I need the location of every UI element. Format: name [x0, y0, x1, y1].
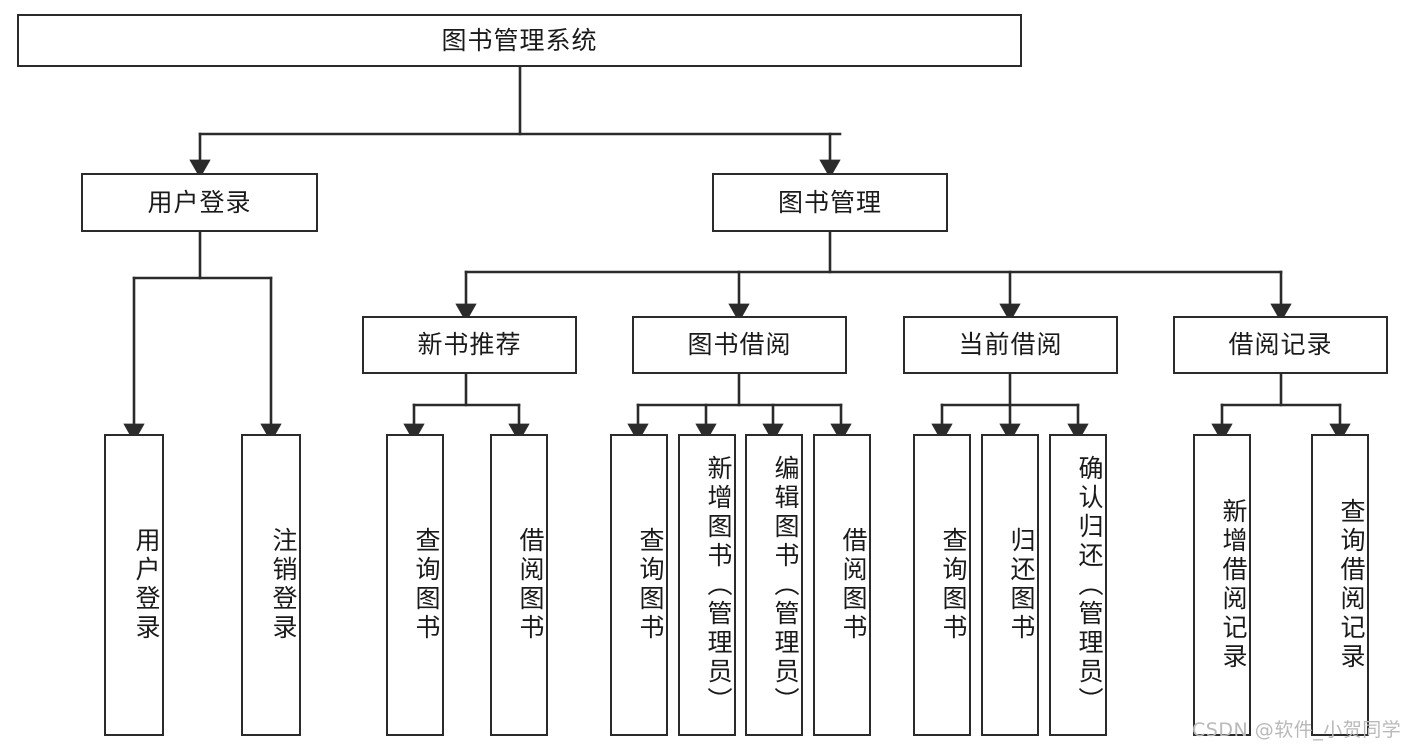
node-leaf-query-book-2[interactable]: 查询图书 — [610, 434, 668, 736]
node-leaf-query-record[interactable]: 查询借阅记录 — [1311, 434, 1369, 736]
node-leaf-return-book[interactable]: 归还图书 — [981, 434, 1039, 736]
node-leaf-borrow-book-1[interactable]: 借阅图书 — [490, 434, 548, 736]
node-borrow-record[interactable]: 借阅记录 — [1173, 316, 1388, 374]
node-leaf-confirm-return[interactable]: 确认归还（管理员） — [1049, 434, 1107, 736]
node-leaf-query-book-2-label: 查询图书 — [636, 527, 665, 643]
node-leaf-borrow-book-1-label: 借阅图书 — [516, 527, 545, 643]
node-leaf-add-record[interactable]: 新增借阅记录 — [1193, 434, 1251, 736]
node-leaf-add-record-label: 新增借阅记录 — [1219, 498, 1248, 672]
node-leaf-user-login[interactable]: 用户登录 — [104, 434, 164, 736]
node-leaf-query-book-3-label: 查询图书 — [939, 527, 968, 643]
node-leaf-add-book-label: 新增图书（管理员） — [704, 454, 733, 716]
node-leaf-return-book-label: 归还图书 — [1007, 527, 1036, 643]
node-leaf-add-book[interactable]: 新增图书（管理员） — [678, 434, 736, 736]
node-new-book-recommend[interactable]: 新书推荐 — [362, 316, 577, 374]
node-leaf-query-book-1-label: 查询图书 — [412, 527, 441, 643]
node-leaf-user-login-label: 用户登录 — [132, 527, 161, 643]
node-leaf-logout-login-label: 注销登录 — [269, 527, 298, 643]
node-current-borrow[interactable]: 当前借阅 — [903, 316, 1118, 374]
node-leaf-query-record-label: 查询借阅记录 — [1337, 498, 1366, 672]
node-book-borrow[interactable]: 图书借阅 — [632, 316, 847, 374]
node-leaf-edit-book[interactable]: 编辑图书（管理员） — [745, 434, 803, 736]
node-leaf-borrow-book-2[interactable]: 借阅图书 — [813, 434, 871, 736]
node-leaf-query-book-1[interactable]: 查询图书 — [386, 434, 444, 736]
node-leaf-query-book-3[interactable]: 查询图书 — [913, 434, 971, 736]
csdn-watermark: CSDN @软件_小贺同学 — [1192, 719, 1402, 741]
node-leaf-confirm-return-label: 确认归还（管理员） — [1075, 454, 1104, 716]
node-user-login[interactable]: 用户登录 — [81, 173, 318, 232]
node-leaf-logout-login[interactable]: 注销登录 — [241, 434, 301, 736]
node-leaf-borrow-book-2-label: 借阅图书 — [839, 527, 868, 643]
node-book-manage[interactable]: 图书管理 — [712, 173, 948, 232]
node-leaf-edit-book-label: 编辑图书（管理员） — [771, 454, 800, 716]
node-root-book-management-system[interactable]: 图书管理系统 — [17, 14, 1022, 67]
